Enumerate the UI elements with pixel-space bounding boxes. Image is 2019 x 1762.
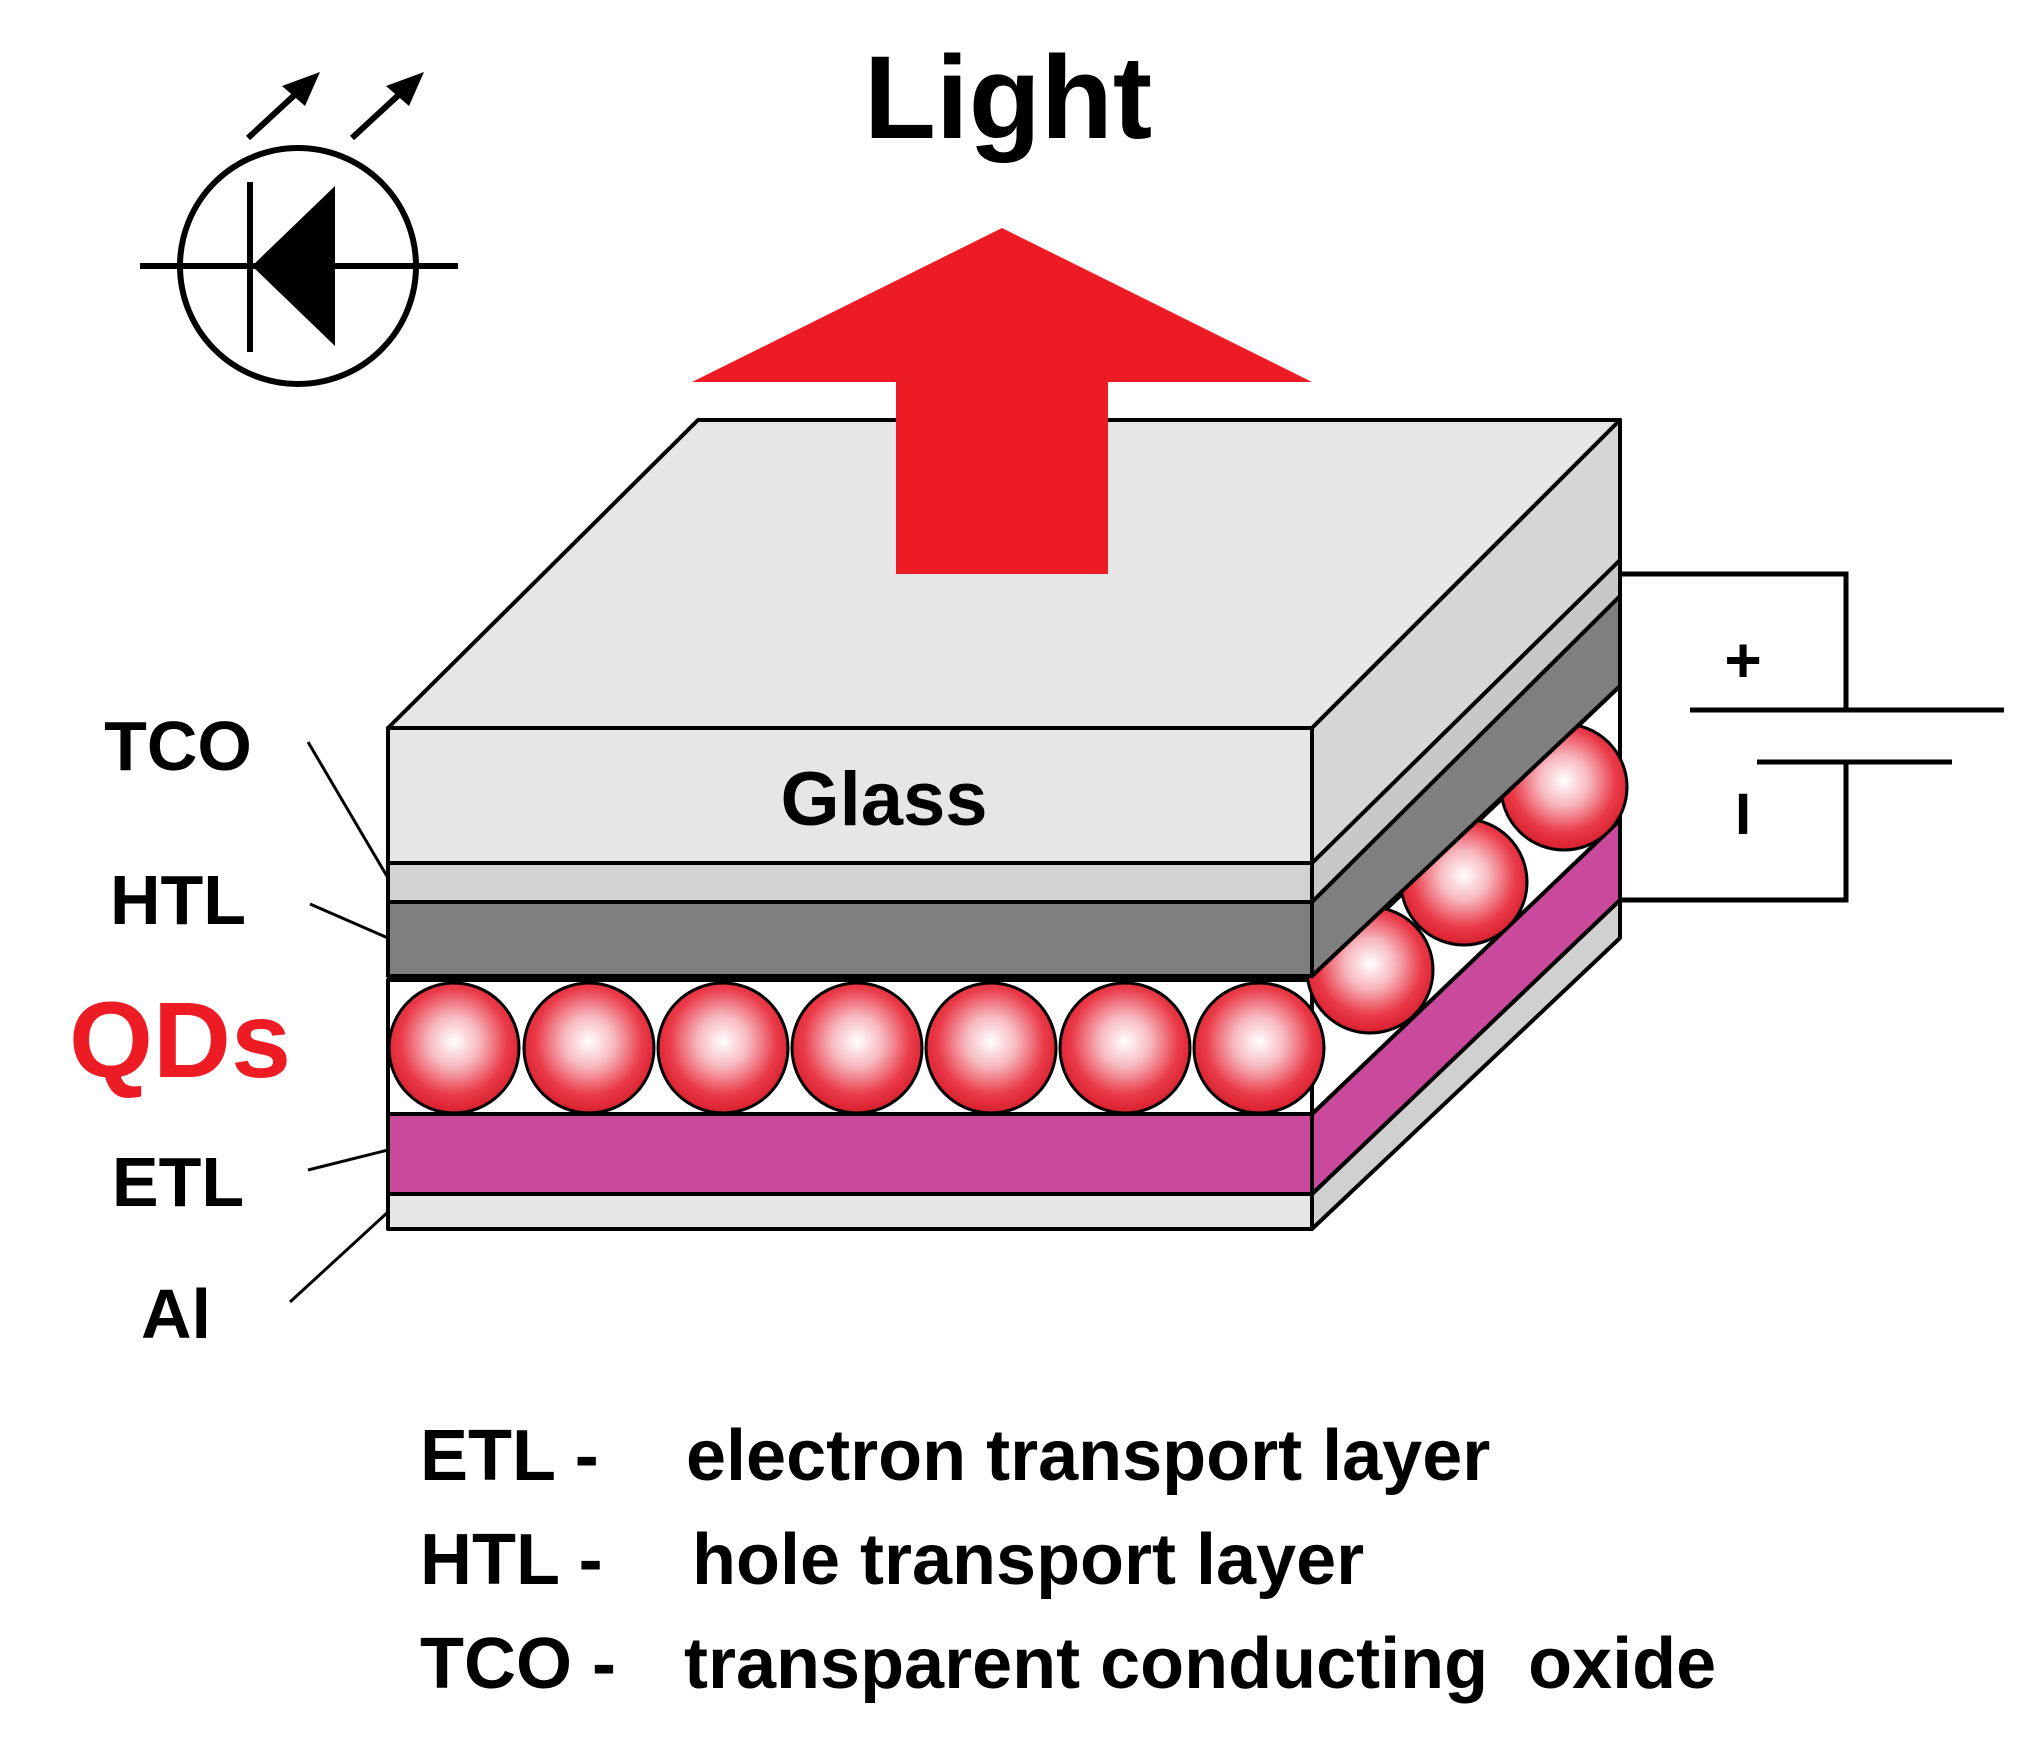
title-light: Light — [864, 32, 1152, 164]
al-layer — [386, 898, 1622, 1231]
legend-etl-text: electron transport layer — [686, 1416, 1490, 1496]
quantum-dot-icon — [924, 981, 1058, 1115]
quantum-dot-icon — [1192, 981, 1326, 1115]
light-arrow-icon — [692, 228, 1312, 574]
label-qds: QDs — [69, 979, 291, 1100]
legend: ETL - electron transport layer HTL - hol… — [420, 1416, 1716, 1704]
leader-lines — [288, 741, 390, 1304]
quantum-dot-icon — [522, 981, 656, 1115]
quantum-dot-icon — [656, 981, 790, 1115]
battery-icon — [1620, 571, 2004, 903]
htl-layer — [386, 594, 1622, 978]
battery-minus-label: I — [1735, 782, 1751, 847]
legend-etl-abbr: ETL - — [420, 1416, 599, 1496]
quantum-dot-icon — [387, 981, 521, 1115]
glass-label: Glass — [780, 757, 987, 842]
label-etl: ETL — [112, 1143, 244, 1221]
label-al: Al — [141, 1275, 211, 1353]
legend-htl-text: hole transport layer — [692, 1520, 1364, 1600]
led-symbol-icon — [140, 72, 458, 387]
quantum-dot-icon — [1058, 981, 1192, 1115]
quantum-dot-icon — [790, 981, 924, 1115]
legend-tco-abbr: TCO - — [420, 1624, 616, 1704]
label-htl: HTL — [110, 861, 246, 939]
battery-plus-label: + — [1724, 624, 1761, 696]
legend-tco-text: transparent conducting oxide — [684, 1624, 1716, 1704]
label-tco: TCO — [104, 707, 252, 785]
legend-htl-abbr: HTL - — [420, 1520, 603, 1600]
